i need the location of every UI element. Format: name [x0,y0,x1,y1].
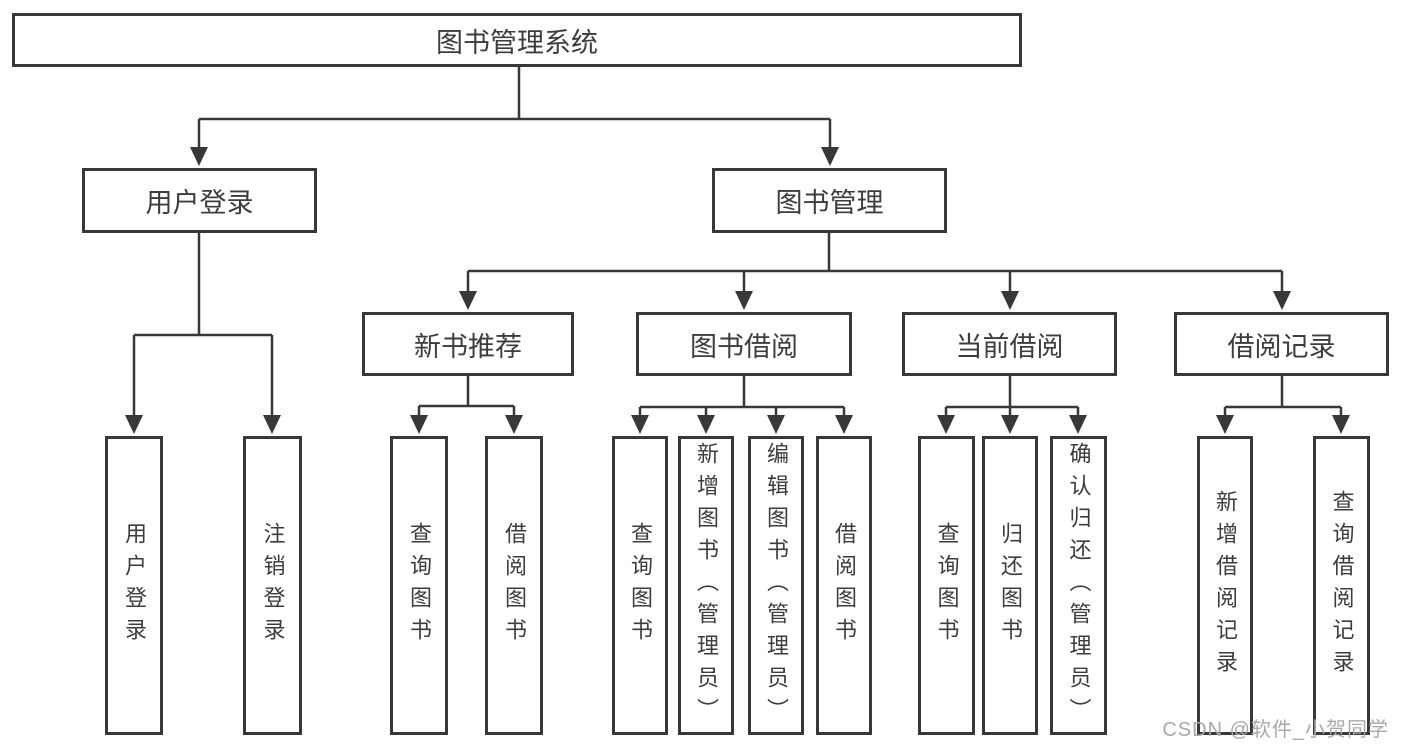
arrowhead-icon [505,415,523,434]
arrowhead-icon [1332,415,1350,434]
leaf-borrow-book-recommend-label: 借阅图书 [502,521,527,650]
node-new-book-recommend-label: 新书推荐 [414,331,522,362]
node-user-login: 用户登录 [82,168,317,233]
arrowhead-icon [410,415,428,434]
arrowhead-icon [190,147,208,166]
edge-bookmgmt-to-level3 [459,233,1291,310]
leaf-confirm-return-admin-label: 确认归还（管理员） [1066,441,1092,730]
leaf-confirm-return-admin: 确认归还（管理员） [1050,436,1107,735]
arrowhead-icon [697,415,715,434]
leaf-query-book-recommend-label: 查询图书 [407,521,432,650]
leaf-query-book-current-label: 查询图书 [934,521,960,650]
leaf-user-login-label: 用户登录 [122,521,147,650]
arrowhead-icon [263,415,281,434]
arrowhead-icon [125,415,143,434]
arrowhead-icon [1216,415,1234,434]
leaf-add-borrow-record: 新增借阅记录 [1197,436,1253,735]
leaf-query-borrow-record: 查询借阅记录 [1313,436,1370,735]
node-user-login-label: 用户登录 [145,188,254,218]
edge-bookborrow-to-leaves [631,376,853,434]
arrowhead-icon [821,147,839,166]
leaf-add-book-admin: 新增图书（管理员） [678,436,734,735]
node-borrow-record: 借阅记录 [1174,312,1389,376]
edge-userlogin-to-leaves [125,233,281,434]
leaf-logout: 注销登录 [243,436,302,735]
arrowhead-icon [767,415,785,434]
node-borrow-record-label: 借阅记录 [1227,331,1336,362]
leaf-return-book: 归还图书 [982,436,1038,735]
node-new-book-recommend: 新书推荐 [362,312,574,376]
arrowhead-icon [835,415,853,434]
leaf-query-book-recommend: 查询图书 [390,436,448,735]
edge-newbook-to-leaves [410,376,523,434]
arrowhead-icon [735,291,753,310]
leaf-edit-book-admin: 编辑图书（管理员） [748,436,804,735]
arrowhead-icon [1273,291,1291,310]
csdn-watermark: CSDN @软件_小贺同学 [1162,719,1389,741]
leaf-query-borrow-record-label: 查询借阅记录 [1329,489,1355,682]
node-book-management-label: 图书管理 [775,188,884,218]
leaf-logout-label: 注销登录 [260,521,286,650]
arrowhead-icon [459,291,477,310]
node-book-borrow-label: 图书借阅 [690,331,798,362]
edge-borrowrecord-to-leaves [1216,376,1350,434]
leaf-borrow-book-recommend: 借阅图书 [485,436,543,735]
arrowhead-icon [1069,415,1087,434]
arrowhead-icon [631,415,649,434]
node-book-management: 图书管理 [712,168,947,233]
node-current-borrow-label: 当前借阅 [955,331,1064,362]
leaf-query-book-current: 查询图书 [918,436,975,735]
leaf-return-book-label: 归还图书 [998,521,1023,650]
node-root-label: 图书管理系统 [436,27,598,58]
node-root: 图书管理系统 [12,13,1022,67]
node-book-borrow: 图书借阅 [636,312,852,376]
edge-currentborrow-to-leaves [937,376,1087,434]
leaf-add-book-admin-label: 新增图书（管理员） [694,441,719,730]
leaf-borrow-book-label: 借阅图书 [832,521,857,650]
leaf-edit-book-admin-label: 编辑图书（管理员） [764,441,789,730]
leaf-add-borrow-record-label: 新增借阅记录 [1213,489,1238,682]
arrowhead-icon [1001,415,1019,434]
edge-root-to-level2 [190,67,839,166]
arrowhead-icon [1001,291,1019,310]
node-current-borrow: 当前借阅 [902,312,1117,376]
leaf-query-book-borrow: 查询图书 [612,436,668,735]
arrowhead-icon [937,415,955,434]
leaf-query-book-borrow-label: 查询图书 [628,521,653,650]
leaf-borrow-book: 借阅图书 [816,436,872,735]
leaf-user-login: 用户登录 [105,436,163,735]
